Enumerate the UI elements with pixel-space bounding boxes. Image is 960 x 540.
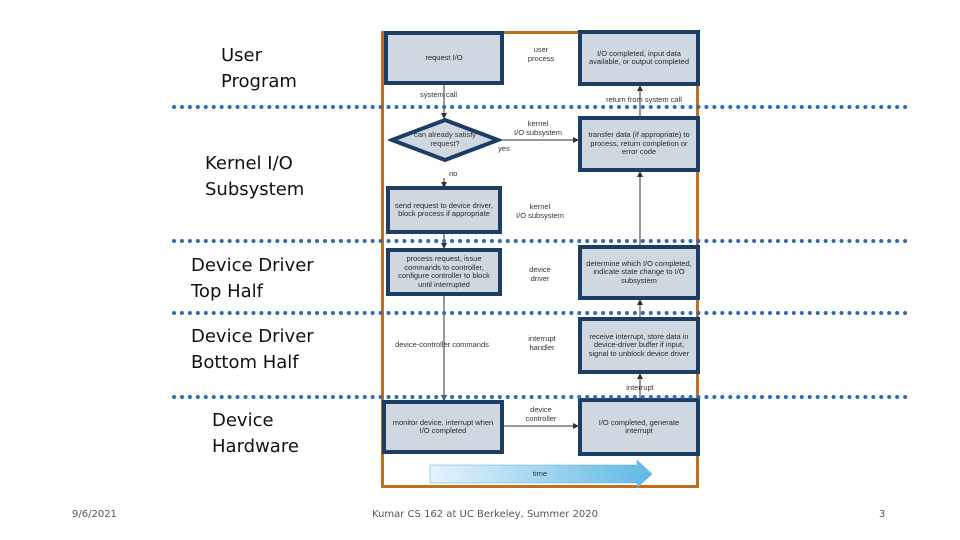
determine-which-box: determine which I/O completed, indicate … bbox=[578, 245, 700, 300]
device-controller-commands-note: device-controller commands bbox=[395, 340, 489, 349]
device-controller-note: device controller bbox=[525, 405, 557, 423]
send-request-box: send request to device driver, block pro… bbox=[386, 186, 502, 234]
kernel-io-note-1: kernel I/O subsystem bbox=[514, 119, 562, 137]
no-label: no bbox=[449, 169, 458, 178]
layer-label-device-hardware: Device Hardware bbox=[212, 410, 299, 457]
layer-label-driver-top: Device Driver Top Half bbox=[191, 255, 314, 302]
monitor-device-box: monitor device, interrupt when I/O compl… bbox=[382, 400, 504, 454]
io-completed-generate-box: I/O completed, generate interrupt bbox=[578, 398, 700, 456]
system-call-note: system call bbox=[420, 90, 458, 99]
time-label: time bbox=[532, 469, 548, 478]
layer-label-kernel-io: Kernel I/O Subsystem bbox=[205, 153, 305, 200]
receive-interrupt-box: receive interrupt, store data in device-… bbox=[578, 317, 700, 374]
separator-driver-hardware bbox=[172, 395, 908, 399]
device-driver-note: device driver bbox=[529, 265, 551, 283]
footer-course: Kumar CS 162 at UC Berkeley, Summer 2020 bbox=[372, 509, 599, 520]
interrupt-note: interrupt bbox=[626, 383, 654, 392]
transfer-data-box: transfer data (if appropriate) to proces… bbox=[578, 116, 700, 172]
decision-label: can already satisfy request? bbox=[413, 130, 477, 148]
separator-kernel-driver bbox=[172, 239, 908, 243]
separator-user-kernel bbox=[172, 105, 908, 109]
io-completed-box: I/O completed, input data available, or … bbox=[578, 30, 700, 86]
decision-diamond bbox=[388, 117, 502, 163]
footer-date: 9/6/2021 bbox=[72, 509, 117, 520]
time-arrow bbox=[429, 459, 653, 489]
request-io-box: request I/O bbox=[384, 31, 504, 85]
layer-label-driver-bottom: Device Driver Bottom Half bbox=[191, 326, 314, 373]
separator-driver-top-bottom bbox=[172, 311, 908, 315]
interrupt-handler-note: interrupt handler bbox=[528, 334, 556, 352]
layer-label-user-program: User Program bbox=[221, 45, 297, 92]
return-from-system-call-note: return from system call bbox=[606, 95, 682, 104]
kernel-io-note-2: kernel I/O subsystem bbox=[516, 202, 564, 220]
footer-page-number: 3 bbox=[879, 509, 886, 520]
process-request-box: process request, issue commands to contr… bbox=[386, 248, 502, 296]
user-process-note: user process bbox=[527, 45, 555, 63]
yes-label: yes bbox=[498, 144, 510, 153]
